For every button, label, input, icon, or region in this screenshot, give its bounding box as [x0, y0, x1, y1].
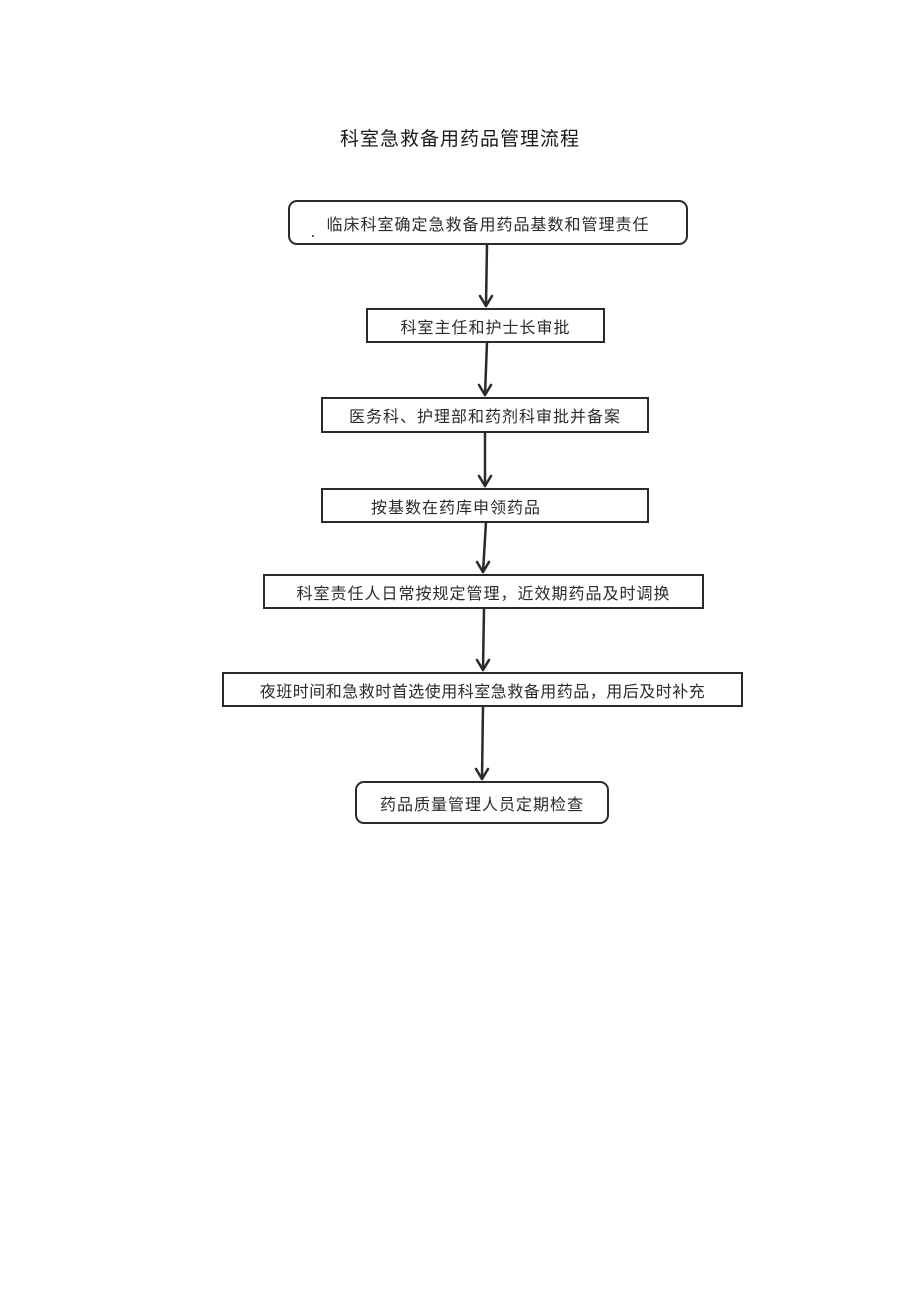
page-title: 科室急救备用药品管理流程	[339, 128, 580, 150]
flow-step-5-label: 科室责任人日常按规定管理，近效期药品及时调换	[296, 583, 671, 603]
arrow-6-to-7	[474, 704, 490, 781]
arrow-3-to-4	[477, 430, 493, 488]
flow-step-4-label: 按基数在药库申领药品	[371, 497, 542, 517]
flow-step-3: 医务科、护理部和药剂科审批并备案	[321, 397, 649, 433]
flow-step-5: 科室责任人日常按规定管理，近效期药品及时调换	[263, 574, 704, 609]
flow-step-7: 药品质量管理人员定期检查	[355, 781, 609, 824]
flow-step-4: 按基数在药库申领药品	[321, 488, 649, 523]
flow-step-3-label: 医务科、护理部和药剂科审批并备案	[348, 407, 621, 426]
flow-step-7-label: 药品质量管理人员定期检查	[379, 794, 584, 814]
arrow-1-to-2	[478, 242, 494, 308]
flow-step-2-label: 科室主任和护士长审批	[400, 317, 571, 337]
flow-step-1: 临床科室确定急救备用药品基数和管理责任	[288, 200, 688, 245]
stray-dot	[312, 235, 314, 237]
arrow-2-to-3	[477, 340, 493, 397]
flow-step-6: 夜班时间和急救时首选使用科室急救备用药品，用后及时补充	[222, 672, 743, 707]
arrow-5-to-6	[475, 606, 491, 672]
arrow-4-to-5	[475, 520, 491, 574]
flow-step-2: 科室主任和护士长审批	[366, 308, 605, 343]
flow-step-1-label: 临床科室确定急救备用药品基数和管理责任	[326, 214, 650, 234]
flow-step-6-label: 夜班时间和急救时首选使用科室急救备用药品，用后及时补充	[259, 681, 706, 701]
